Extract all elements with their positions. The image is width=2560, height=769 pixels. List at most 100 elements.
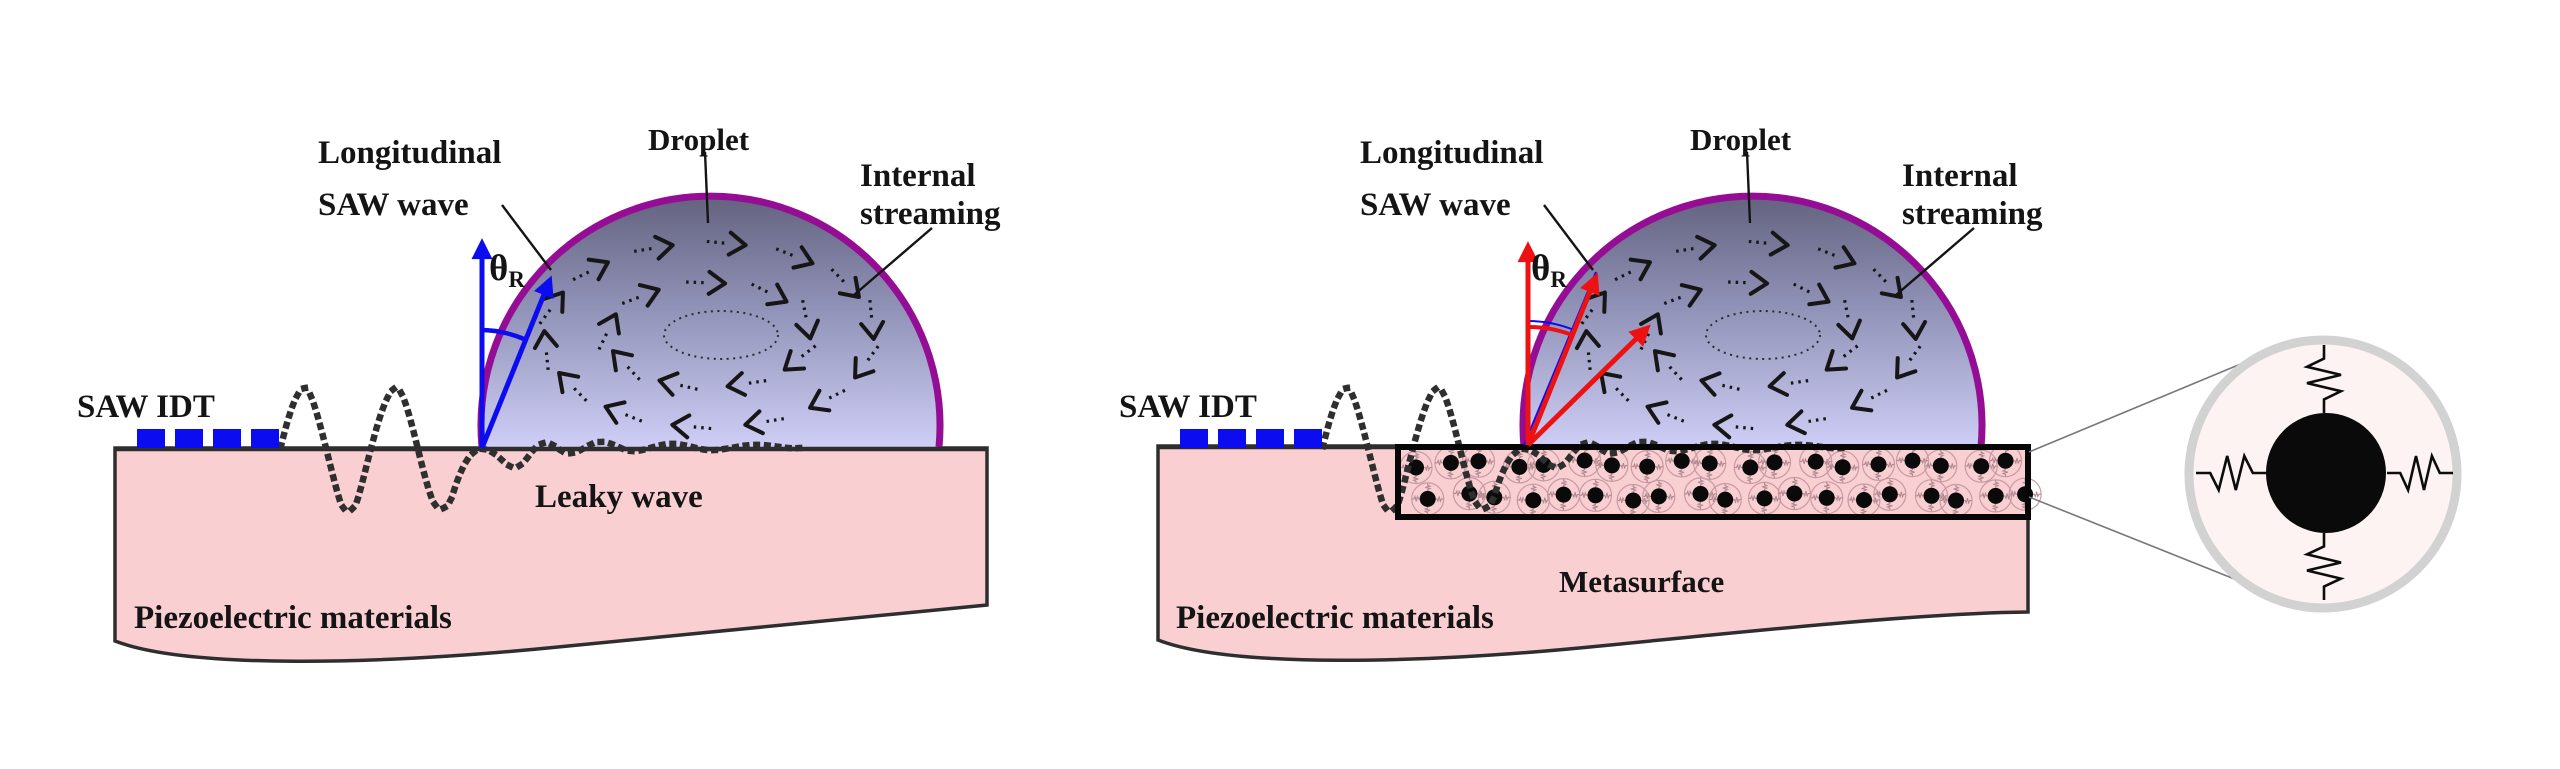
label-line: SAW wave — [1360, 187, 1511, 223]
cell-spring — [1465, 501, 1472, 510]
cell-pillar-dot — [1904, 452, 1921, 469]
cell-spring — [1791, 478, 1799, 486]
streaming-arrow-head — [1748, 269, 1770, 296]
label-droplet-right: Droplet — [1690, 122, 1792, 157]
metasurface-cell — [1847, 483, 1881, 517]
cell-spring — [2001, 468, 2009, 477]
cell-spring — [1824, 482, 1831, 491]
idt-electrode — [213, 429, 241, 448]
cell-pillar-dot — [1576, 452, 1593, 469]
cell-pillar-dot — [1701, 455, 1718, 472]
cell-pillar-dot — [1818, 489, 1835, 506]
cell-spring — [1607, 472, 1615, 481]
metasurface-inset — [2028, 335, 2462, 613]
metasurface-unit-cells — [1399, 443, 2042, 518]
streaming-arrow-head — [1679, 283, 1703, 308]
cell-pillar-dot — [1639, 458, 1656, 475]
cell-spring — [1617, 496, 1626, 504]
cell-spring — [1571, 492, 1580, 499]
metasurface-cell — [1924, 449, 1958, 483]
cell-pillar-dot — [1870, 456, 1887, 473]
metasurface-cell — [1630, 450, 1664, 484]
cell-spring — [1916, 491, 1924, 499]
cell-spring — [1800, 457, 1809, 465]
streaming-arrow — [597, 312, 621, 351]
metasurface-cell — [1642, 479, 1676, 513]
cell-pillar-dot — [1973, 458, 1990, 475]
cell-spring — [1705, 470, 1713, 479]
cell-spring — [1761, 482, 1769, 491]
streaming-arrow-head — [725, 371, 748, 397]
cell-lattice-ring — [1683, 477, 1718, 511]
label-saw-idt-right: SAW IDT — [1119, 389, 1257, 425]
cell-spring — [1644, 451, 1652, 460]
cell-spring — [2009, 490, 2018, 497]
metasurface-cell — [1693, 446, 1727, 480]
cell-lattice-ring — [1979, 479, 2013, 513]
label-line: streaming — [860, 196, 1001, 232]
cell-pillar-dot — [1948, 492, 1964, 509]
metasurface-cell — [1546, 478, 1581, 512]
cell-spring — [1770, 469, 1778, 478]
streaming-arrow — [853, 345, 880, 380]
cell-spring — [1965, 462, 1974, 469]
metasurface-cell — [1914, 479, 1949, 513]
cell-spring — [1631, 462, 1640, 470]
label-line: Internal — [1902, 158, 2018, 194]
cell-spring — [1834, 495, 1843, 502]
cell-spring — [1478, 493, 1487, 500]
cell-lattice-ring — [1578, 478, 1613, 512]
saw-idt-electrodes — [1180, 429, 1322, 448]
cell-spring — [1515, 474, 1522, 483]
metasurface-cell — [1777, 476, 1812, 511]
cell-spring — [1732, 497, 1741, 504]
streaming-arrow — [1792, 282, 1831, 307]
cell-spring — [1978, 450, 1986, 459]
cell-spring — [1980, 491, 1989, 499]
cell-spring — [1435, 496, 1444, 503]
cell-spring — [1694, 459, 1703, 466]
streaming-arrow-tail — [1666, 412, 1685, 423]
cell-spring — [1734, 463, 1743, 471]
cell-spring — [1423, 464, 1432, 472]
label-internal-streaming-left: Internal streaming — [860, 157, 1001, 233]
streaming-arrow-head — [1879, 275, 1903, 300]
cell-spring — [1838, 474, 1846, 483]
cell-spring — [1530, 484, 1538, 493]
streaming-arrow — [1728, 269, 1770, 296]
streaming-arrow — [1817, 245, 1857, 270]
streaming-arrow — [603, 400, 643, 425]
metasurface-cell — [1665, 444, 1699, 478]
cell-pillar-dot — [1856, 492, 1872, 508]
streaming-arrow-head — [1901, 319, 1928, 341]
cell-spring — [1823, 459, 1832, 466]
resistor-spring-icon — [2303, 533, 2345, 600]
vortex-core-ellipse — [663, 310, 779, 360]
metasurface-cell — [1939, 483, 1973, 518]
streaming-arrow — [532, 329, 559, 371]
cell-spring — [1721, 507, 1728, 516]
metasurface-cell — [1873, 477, 1907, 511]
cell-spring — [1603, 492, 1611, 500]
cell-spring — [1747, 452, 1755, 460]
cell-lattice-ring — [1873, 477, 1907, 511]
cell-spring — [1630, 485, 1638, 493]
cell-spring — [1827, 463, 1836, 470]
streaming-arrow-head — [837, 275, 861, 300]
cell-spring — [1887, 478, 1894, 487]
label-piezoelectric-right: Piezoelectric materials — [1176, 600, 1494, 636]
droplet — [1519, 192, 1986, 448]
streaming-arrow — [1901, 299, 1928, 341]
metasurface-cell — [1578, 478, 1613, 512]
cell-pillar-dot — [1525, 492, 1542, 509]
cell-spring — [1559, 502, 1567, 511]
cell-spring — [1685, 489, 1693, 497]
cell-pillar-dot — [1987, 487, 2004, 504]
label-longitudinal-saw-wave-right: Longitudinal SAW wave — [1360, 127, 1543, 231]
label-piezoelectric-left: Piezoelectric materials — [134, 600, 452, 636]
streaming-arrow-head — [637, 283, 661, 308]
streaming-leader — [853, 227, 933, 296]
cell-spring — [1760, 505, 1768, 514]
streaming-arrow-head — [1652, 349, 1676, 373]
label-rayleigh-angle-left: θR — [489, 249, 525, 292]
